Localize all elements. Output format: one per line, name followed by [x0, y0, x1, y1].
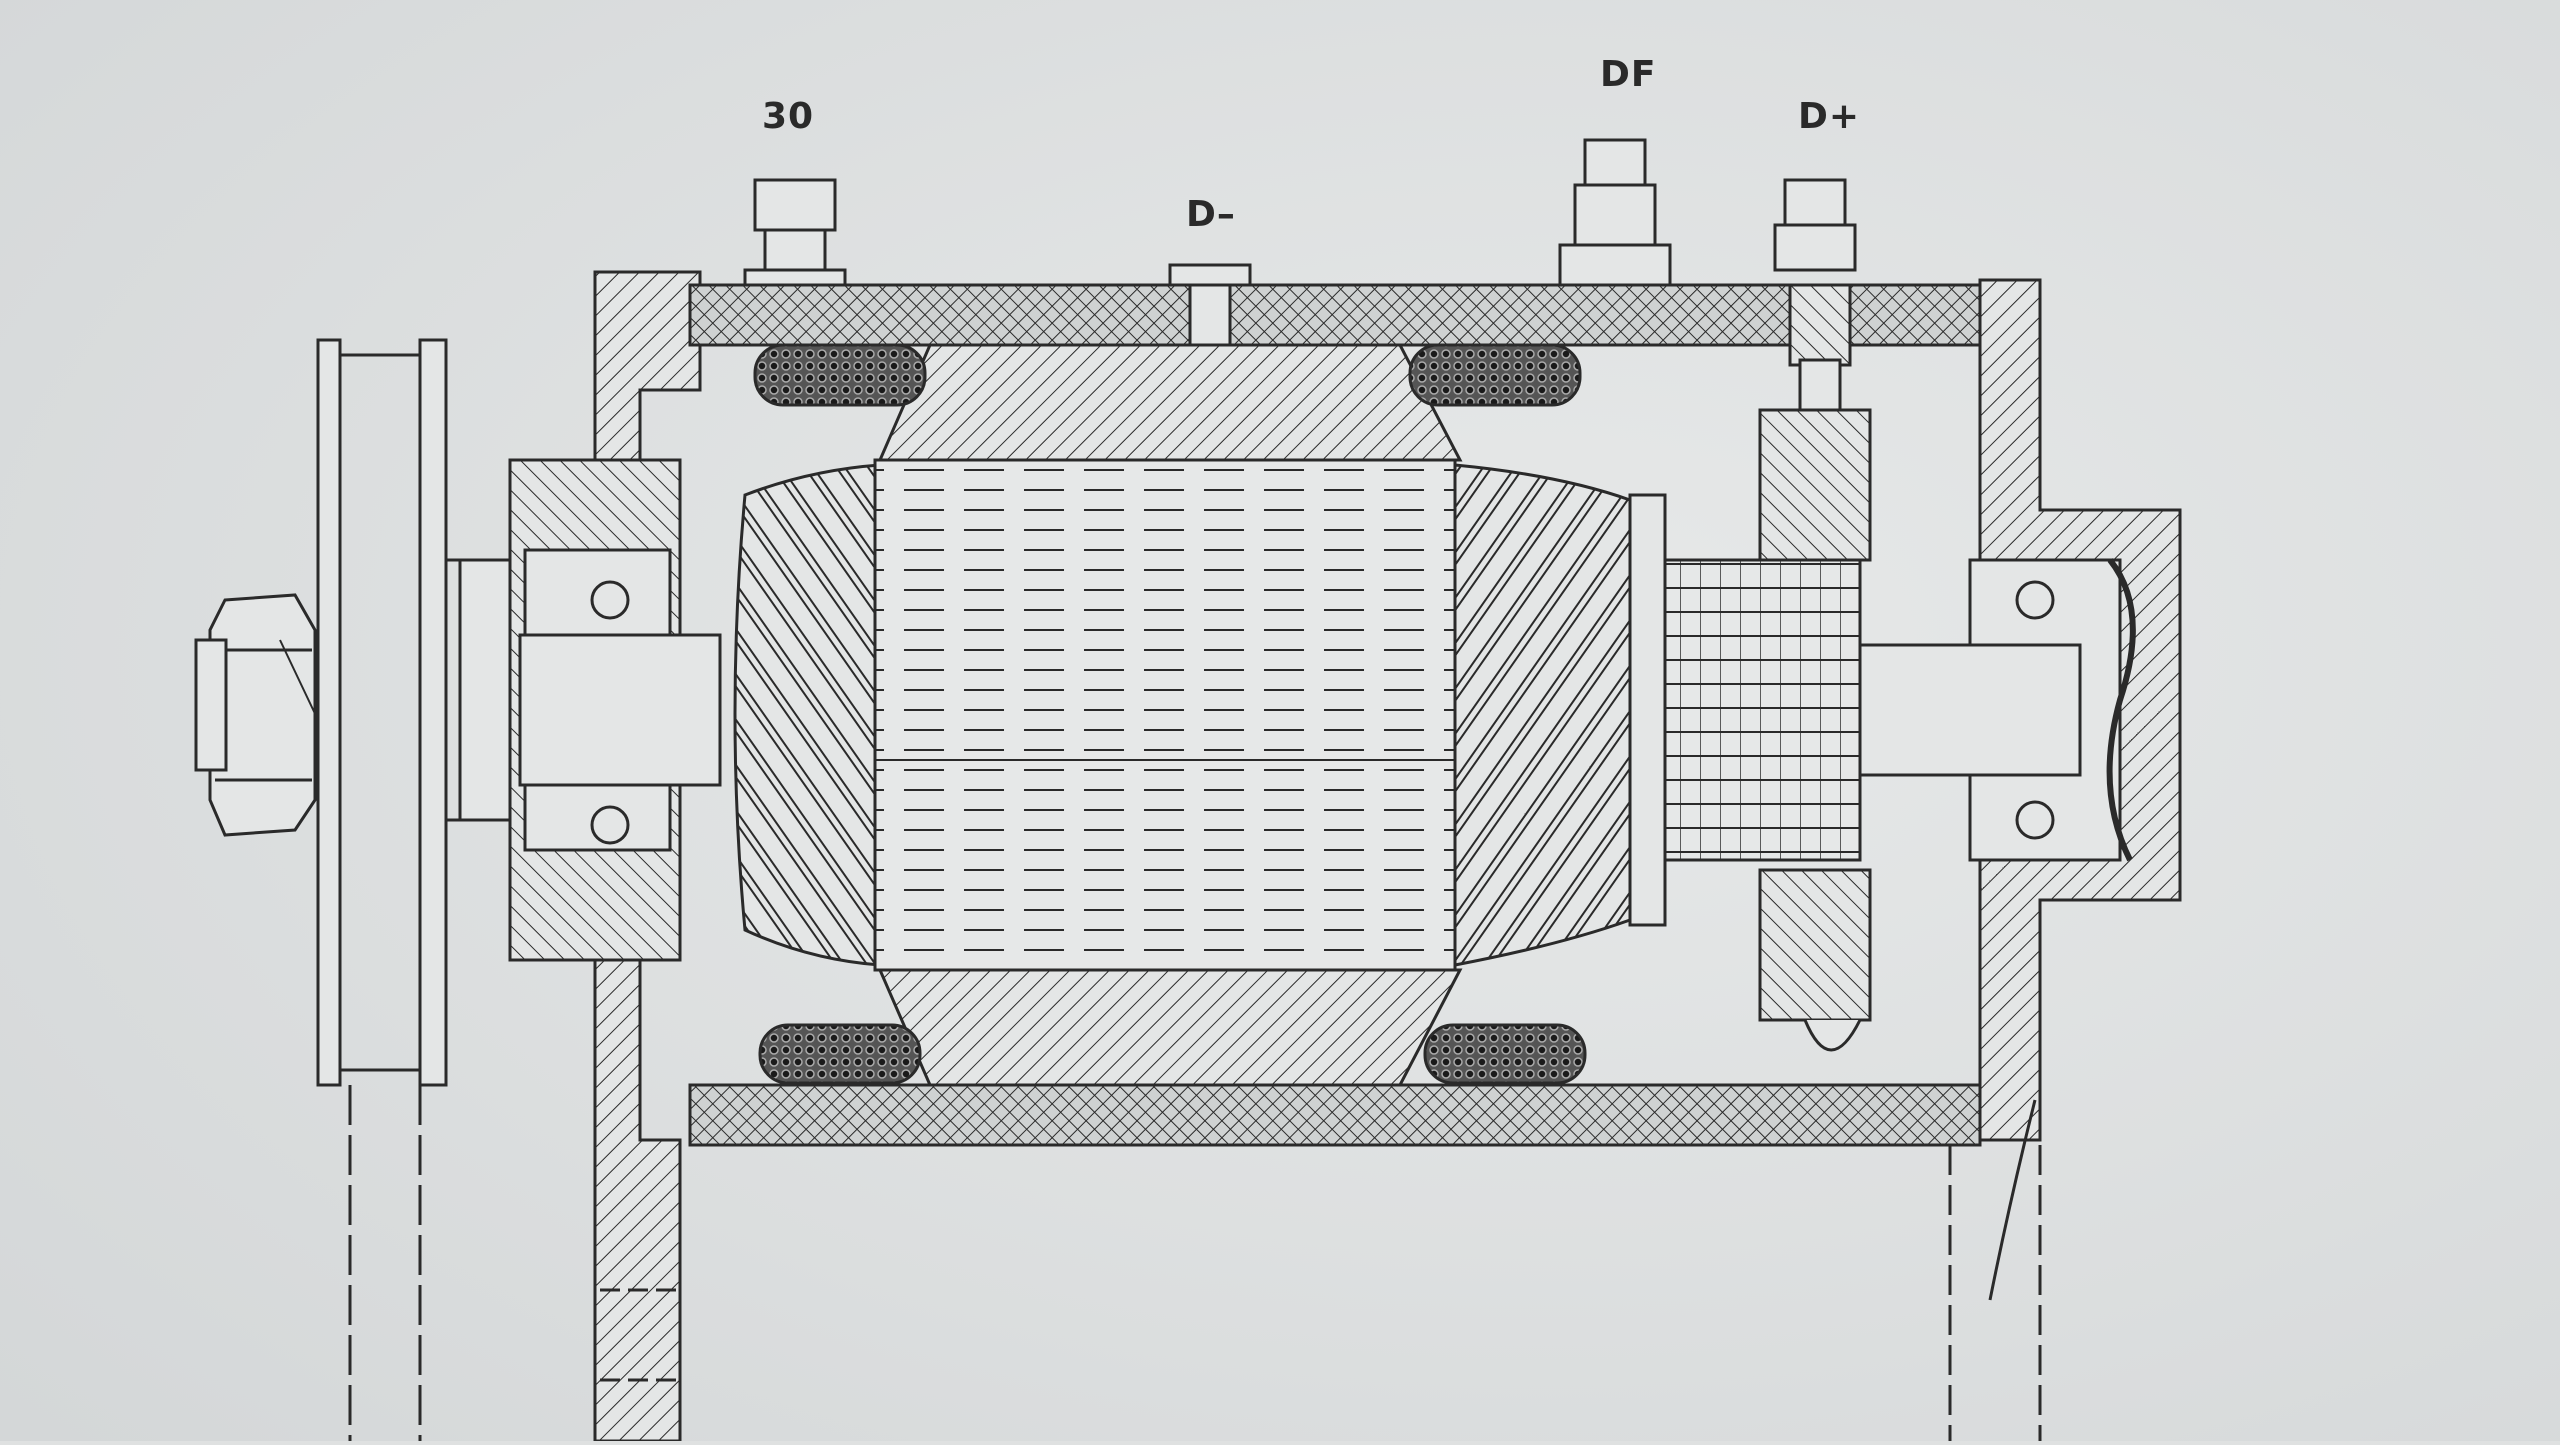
- terminal-stud-d-minus: [1168, 263, 1252, 347]
- armature-winding-left: [733, 463, 882, 967]
- armature-core: [873, 458, 1457, 972]
- field-coil-bottom-right: [1423, 1023, 1587, 1085]
- housing-top-yoke: [688, 283, 1982, 347]
- terminal-label-d-plus: D+: [1798, 96, 1861, 137]
- field-coil-top-right: [1408, 343, 1582, 407]
- pole-shoe-top: [877, 343, 1463, 462]
- end-cap-break-line: [2106, 558, 2136, 862]
- generator-assembly: [194, 138, 2182, 1443]
- pole-shoe-bottom: [877, 968, 1463, 1087]
- terminal-stud-30: [743, 178, 847, 287]
- field-coil-bottom-left: [758, 1023, 922, 1085]
- commutator: [1663, 558, 1862, 862]
- housing-bottom-yoke: [688, 1083, 1982, 1147]
- terminal-label-30: 30: [762, 96, 815, 137]
- armature-winding-right: [1453, 463, 1632, 967]
- shaft-drive-end: [518, 633, 722, 787]
- shaft-slip-end: [1858, 643, 2082, 777]
- brush-holder-bottom: [1758, 868, 1872, 1022]
- terminal-stud-df: [1558, 138, 1672, 287]
- terminal-stud-d-plus: [1773, 178, 1857, 412]
- commutator-ring: [1628, 493, 1667, 927]
- brush-holder-top: [1758, 408, 1872, 562]
- brush-spring: [1803, 1019, 1862, 1052]
- shaft-nut: [194, 593, 319, 837]
- terminal-label-df: DF: [1600, 54, 1657, 95]
- field-coil-top-left: [753, 343, 927, 407]
- terminal-label-d-minus: D–: [1186, 194, 1236, 235]
